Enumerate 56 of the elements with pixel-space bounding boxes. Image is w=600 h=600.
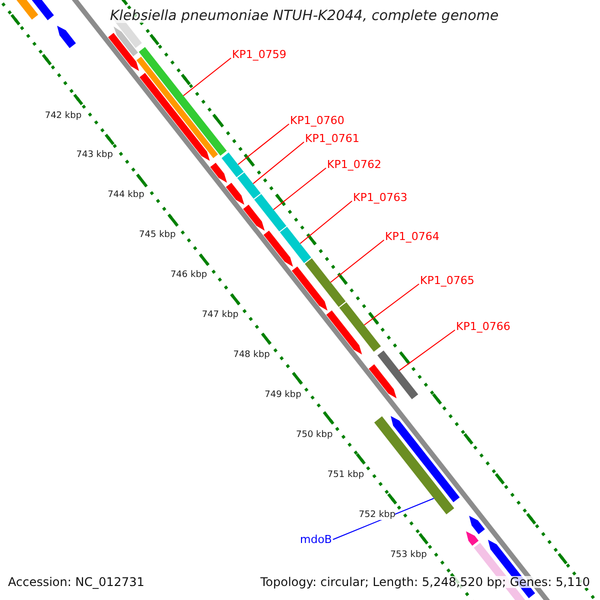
leader-line: [273, 168, 326, 210]
gene-bar: [377, 350, 418, 400]
gene-label: KP1_0760: [290, 115, 344, 126]
scale-label: 752 kbp: [358, 510, 396, 520]
gene-bar: [368, 364, 397, 398]
leader-line: [182, 58, 232, 96]
gene-bar: [114, 26, 138, 56]
gene-bar: [326, 310, 362, 354]
gene-bar: [280, 226, 312, 264]
leader-line: [238, 124, 290, 165]
scale-label: 746 kbp: [170, 271, 208, 280]
scale-label: 748 kbp: [233, 351, 270, 360]
scale-label: 753 kbp: [390, 550, 427, 560]
scale-label: 745 kbp: [139, 231, 176, 240]
gene-bar: [469, 516, 485, 534]
gene-bar: [243, 204, 265, 231]
gene-label: KP1_0764: [385, 231, 440, 242]
scale-label: 751 kbp: [327, 470, 364, 480]
gene-bar: [466, 531, 479, 546]
title: Klebsiella pneumoniae NTUH-K2044, complete genome: [110, 9, 499, 23]
gene-bar: [222, 152, 244, 178]
scale-label: 749 kbp: [264, 391, 302, 400]
gene-bar: [108, 32, 140, 71]
gene-bar: [140, 72, 210, 161]
gene-bar: [390, 416, 460, 502]
gene-bar: [339, 302, 381, 352]
leader-line: [398, 330, 456, 371]
gene-label: KP1_0763: [353, 192, 408, 203]
gene-label: KP1_0762: [327, 159, 382, 170]
accession-text: Accession: NC_012731: [8, 576, 144, 588]
scale-label: 744 kbp: [108, 191, 144, 200]
scale-label: 743 kbp: [76, 151, 113, 160]
gene-bar: [210, 162, 227, 183]
gene-bar: [57, 26, 76, 48]
gene-bar: [304, 258, 346, 307]
gene-bar: [254, 194, 286, 232]
gene-label: KP1_0761: [305, 133, 360, 144]
gene-bar: [292, 266, 328, 311]
gene-bar: [138, 47, 227, 156]
leader-line: [330, 240, 384, 283]
gene-label: KP1_0765: [420, 275, 474, 286]
gene-bar: [136, 56, 218, 158]
gene-bar: [237, 172, 261, 199]
leader-line: [252, 142, 304, 184]
scale-label: 747 kbp: [202, 311, 239, 320]
genome-info-text: Topology: circular; Length: 5,248,520 bp; Genes: 5,110: [260, 576, 590, 588]
gene-label: mdoB: [300, 534, 332, 545]
gene-label: KP1_0759: [232, 49, 286, 60]
leader-line: [300, 200, 352, 244]
gene-label: KP1_0766: [456, 321, 510, 332]
scale-label: 742 kbp: [44, 112, 82, 120]
leader-line: [364, 284, 420, 326]
gene-bar: [264, 230, 293, 267]
gene-bar: [226, 182, 244, 205]
scale-label: 750 kbp: [296, 430, 333, 440]
leader-line: [332, 498, 434, 540]
